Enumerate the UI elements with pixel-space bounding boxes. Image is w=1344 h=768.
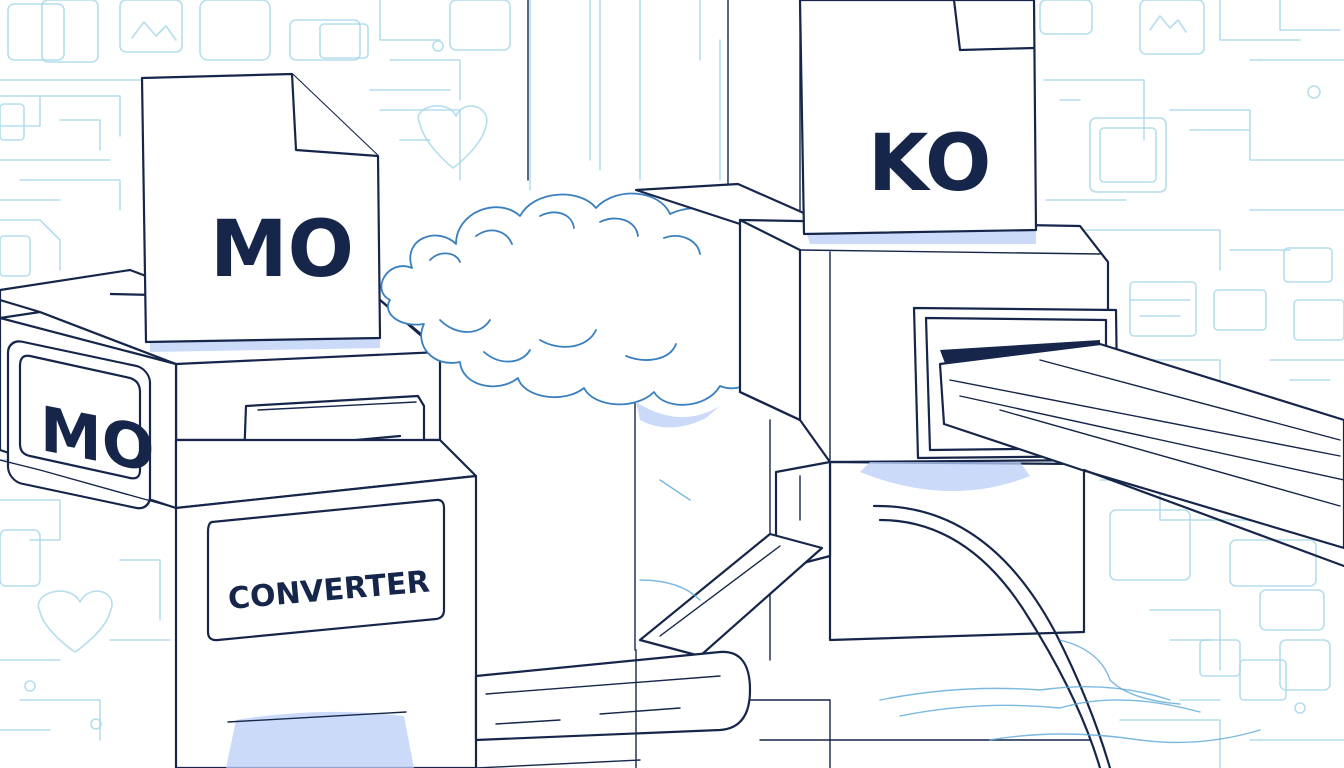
conveyor-icon <box>938 342 1344 568</box>
document-icon <box>798 0 1038 236</box>
output-document: KO <box>798 0 1038 244</box>
source-document: MO <box>140 72 382 352</box>
cloud-icon <box>380 192 792 428</box>
source-document-label: MO <box>210 205 354 295</box>
output-document-label: KO <box>868 119 991 209</box>
flow-lines <box>639 479 1261 744</box>
pipe-icon <box>474 504 1112 768</box>
converter-panel: CONVERTER <box>206 498 446 642</box>
